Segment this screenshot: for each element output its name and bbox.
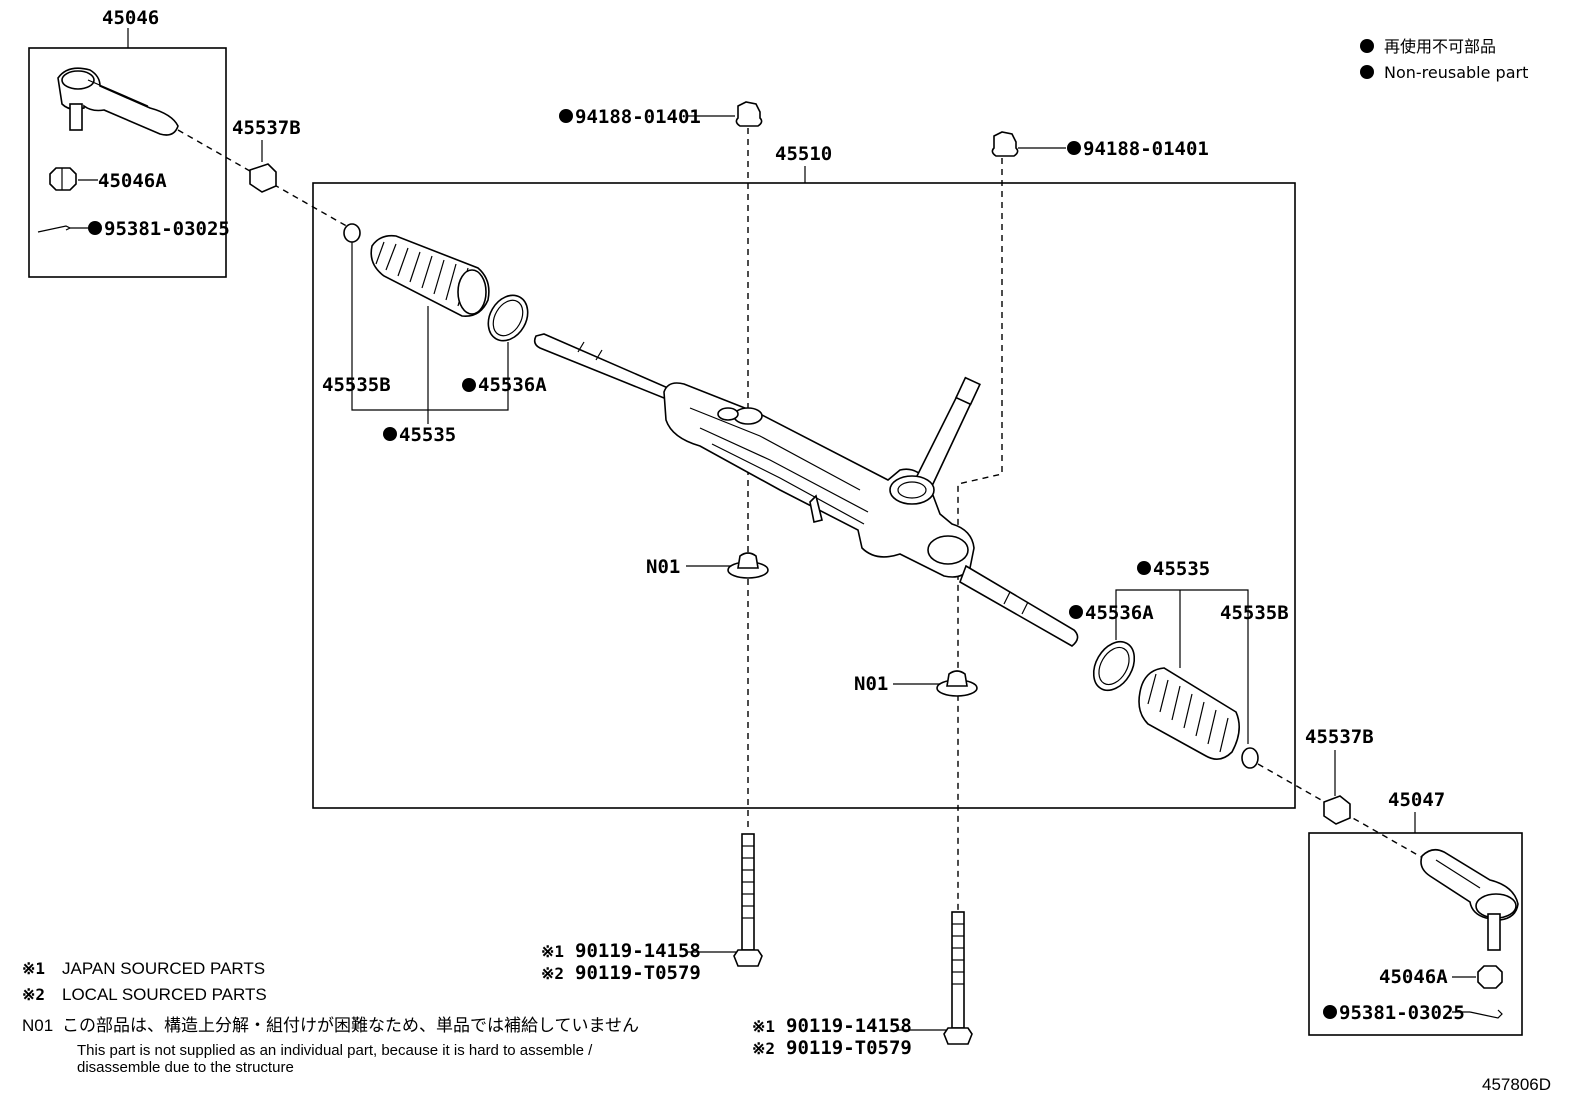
part-label-cotter-pin-left: 95381-03025 xyxy=(104,218,230,240)
part-label-lock-nut-left: 45046A xyxy=(98,170,167,192)
nut-top-right-group: 94188-01401 xyxy=(991,131,1209,160)
boot-left-group: 45535B 45536A 45535 xyxy=(322,223,547,446)
boot-right-group: 45535 45536A 45535B xyxy=(1069,558,1289,769)
boot-clip-right-icon xyxy=(1323,795,1351,825)
part-label-boot-kit-left: 45535 xyxy=(399,424,456,446)
note-mark-1: ※1 xyxy=(752,1017,775,1036)
non-reusable-bullet-icon xyxy=(1137,561,1151,575)
non-reusable-bullet-icon xyxy=(559,109,573,123)
part-label-cotter-pin-right: 95381-03025 xyxy=(1339,1002,1465,1024)
non-reusable-bullet-icon xyxy=(462,378,476,392)
part-label-bolt-b-right: 90119-T0579 xyxy=(786,1037,912,1059)
note-local-sourced: LOCAL SOURCED PARTS xyxy=(62,985,267,1004)
note-n01-en-1: This part is not supplied as an individu… xyxy=(77,1042,593,1059)
boot-clamp-left-icon xyxy=(487,294,529,342)
non-reusable-bullet-icon xyxy=(1360,39,1374,53)
part-label-lock-nut-right: 45046A xyxy=(1379,966,1448,988)
boot-clip-small-left-icon xyxy=(343,223,361,243)
flange-nut-icon xyxy=(735,101,763,127)
legend: 再使用不可部品 Non-reusable part xyxy=(1360,37,1528,82)
tie-rod-end-left-icon xyxy=(57,67,179,136)
note-mark-1: ※1 xyxy=(541,942,564,961)
boot-clip-small-right-icon xyxy=(1241,747,1259,769)
cotter-pin-right-icon xyxy=(1469,1009,1503,1019)
part-label-bushing-right: N01 xyxy=(854,673,888,695)
steering-rack-icon xyxy=(533,333,1079,647)
legend-en: Non-reusable part xyxy=(1384,63,1528,82)
lock-nut-right-icon xyxy=(1477,965,1503,989)
non-reusable-bullet-icon xyxy=(1067,141,1081,155)
part-label-nut-b: 94188-01401 xyxy=(1083,138,1209,160)
tie-rod-end-left-box xyxy=(28,47,227,278)
part-label-bolt-a-right: 90119-14158 xyxy=(786,1015,912,1037)
footnotes: ※1 JAPAN SOURCED PARTS ※2 LOCAL SOURCED … xyxy=(22,959,639,1076)
part-label-bushing-left: N01 xyxy=(646,556,680,578)
bolt-left-group: ※1 90119-14158 ※2 90119-T0579 xyxy=(541,833,763,984)
tie-rod-end-right-icon xyxy=(1420,848,1519,951)
part-label-nut-a: 94188-01401 xyxy=(575,106,701,128)
boot-clamp-right-icon xyxy=(1092,640,1136,692)
part-label-tie-rod-end-right: 45047 xyxy=(1388,789,1445,811)
tie-rod-end-left-group: 45046 45046A 95381-03025 xyxy=(28,7,230,278)
rack-assembly-box xyxy=(312,182,1296,809)
note-n01-en-2: disassemble due to the structure xyxy=(77,1059,294,1076)
bushing-left-group: N01 xyxy=(646,552,769,579)
boot-clip-left-icon xyxy=(249,163,277,193)
cotter-pin-left-icon xyxy=(37,225,72,233)
part-label-bolt-a-left: 90119-14158 xyxy=(575,940,701,962)
part-label-boot-right: 45535B xyxy=(1220,602,1289,624)
non-reusable-bullet-icon xyxy=(1360,65,1374,79)
note-mark-n01: N01 xyxy=(22,1016,53,1035)
bushing-icon xyxy=(936,670,978,697)
part-label-boot-clamp-left: 45536A xyxy=(478,374,547,396)
non-reusable-bullet-icon xyxy=(1323,1005,1337,1019)
note-japan-sourced: JAPAN SOURCED PARTS xyxy=(62,959,265,978)
boot-left-icon xyxy=(370,234,490,317)
part-label-boot-clamp-right: 45536A xyxy=(1085,602,1154,624)
bushing-right-group: N01 xyxy=(854,670,978,697)
tie-rod-end-right-group: 45047 45046A 95381-03025 xyxy=(1308,789,1523,1036)
bolt-icon xyxy=(943,911,973,1045)
note-mark-2: ※2 xyxy=(752,1039,775,1058)
non-reusable-bullet-icon xyxy=(88,221,102,235)
note-mark-2: ※2 xyxy=(22,985,45,1004)
boot-right-icon xyxy=(1138,667,1240,760)
part-label-boot-clip-left: 45537B xyxy=(232,117,301,139)
tie-rod-end-right-box xyxy=(1308,832,1523,1036)
non-reusable-bullet-icon xyxy=(1069,605,1083,619)
legend-ja: 再使用不可部品 xyxy=(1384,37,1496,56)
part-label-rack-assembly: 45510 xyxy=(775,143,832,165)
bushing-icon xyxy=(727,552,769,579)
non-reusable-bullet-icon xyxy=(383,427,397,441)
flange-nut-icon xyxy=(991,131,1019,157)
part-label-bolt-b-left: 90119-T0579 xyxy=(575,962,701,984)
lock-nut-left-icon xyxy=(49,167,77,191)
bolt-right-group: ※1 90119-14158 ※2 90119-T0579 xyxy=(752,911,973,1059)
figure-id: 457806D xyxy=(1482,1075,1551,1094)
note-n01-ja: この部品は、構造上分解・組付けが困難なため、単品では補給していません xyxy=(62,1016,639,1035)
part-label-boot-clip-right: 45537B xyxy=(1305,726,1374,748)
part-label-boot-left: 45535B xyxy=(322,374,391,396)
note-mark-1: ※1 xyxy=(22,959,45,978)
part-label-tie-rod-end-left: 45046 xyxy=(102,7,159,29)
note-mark-2: ※2 xyxy=(541,964,564,983)
bolt-icon xyxy=(733,833,763,967)
nut-top-left-group: 94188-01401 xyxy=(559,101,763,128)
part-label-boot-kit-right: 45535 xyxy=(1153,558,1210,580)
